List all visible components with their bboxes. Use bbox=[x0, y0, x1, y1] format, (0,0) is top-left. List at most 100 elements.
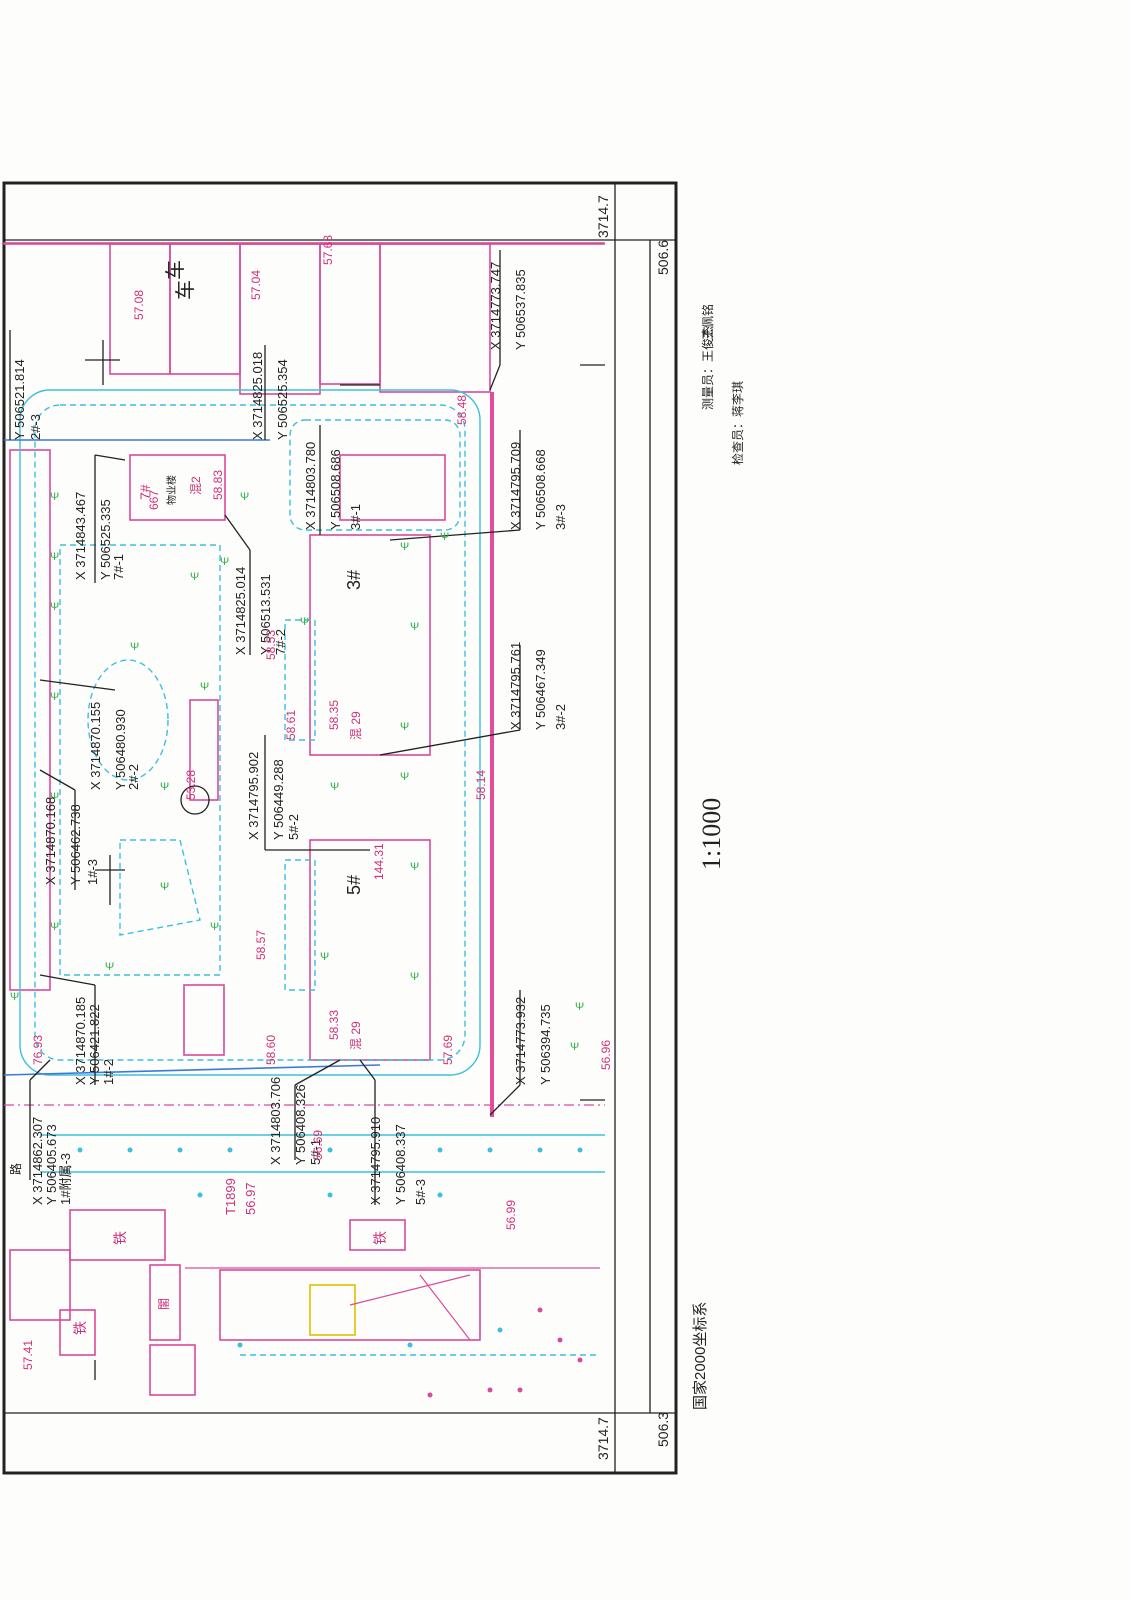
svg-text:57.63: 57.63 bbox=[321, 235, 335, 265]
vegetation-symbols: ΨΨ ΨΨ ΨΨ ΨΨ ΨΨ ΨΨ ΨΨ ΨΨ ΨΨ ΨΨ ΨΨ ΨΨ ΨΨ Ψ… bbox=[10, 491, 584, 1053]
svg-text:58.48: 58.48 bbox=[455, 395, 469, 425]
svg-text:Y 506408.337: Y 506408.337 bbox=[393, 1124, 408, 1205]
svg-text:Y 506462.738: Y 506462.738 bbox=[68, 804, 83, 885]
building-label: 5# bbox=[344, 875, 364, 895]
svg-text:Y 506508.668: Y 506508.668 bbox=[533, 449, 548, 530]
svg-text:Y 506408.326: Y 506408.326 bbox=[293, 1084, 308, 1165]
leader-lines bbox=[9, 250, 605, 1380]
point-annotation: X 3714803.780 Y 506508.686 3#-1 bbox=[303, 442, 363, 530]
surveyor2-label: 王佩铭 bbox=[700, 304, 715, 340]
svg-text:Ψ: Ψ bbox=[220, 556, 229, 568]
building-label: 铁 bbox=[372, 1231, 388, 1245]
building-floors: 混2 bbox=[189, 476, 203, 495]
survey-points: X 3714862.307 Y 506405.673 1#附属-3 X 3714… bbox=[12, 262, 568, 1205]
surveyor-label: 测量员：王俊杰 bbox=[700, 326, 715, 410]
svg-text:Ψ: Ψ bbox=[50, 791, 59, 803]
svg-text:58.53: 58.53 bbox=[264, 630, 278, 660]
feature-labels: 3# 5# 7# 物业楼 混2 混 29 混 29 车 车 铁 铁 铁 閣 T1… bbox=[8, 260, 388, 1335]
svg-text:Ψ: Ψ bbox=[410, 861, 419, 873]
building-label: 7# bbox=[137, 484, 153, 500]
svg-text:X 3714843.467: X 3714843.467 bbox=[73, 492, 88, 580]
svg-text:Y 506449.288: Y 506449.288 bbox=[271, 759, 286, 840]
svg-text:56.69: 56.69 bbox=[311, 1130, 325, 1160]
svg-text:Ψ: Ψ bbox=[105, 961, 114, 973]
svg-text:3714.7: 3714.7 bbox=[595, 1417, 611, 1460]
svg-text:国家2000坐标系: 国家2000坐标系 bbox=[692, 1302, 709, 1410]
svg-text:3#-1: 3#-1 bbox=[348, 504, 363, 530]
point-annotation: X 3714825.014 Y 506513.531 7#-2 bbox=[233, 567, 288, 655]
svg-text:7#-1: 7#-1 bbox=[111, 554, 126, 580]
svg-text:王佩铭: 王佩铭 bbox=[700, 304, 715, 340]
svg-text:Ψ: Ψ bbox=[240, 491, 249, 503]
svg-text:506.6: 506.6 bbox=[655, 240, 671, 275]
building-note: 物业楼 bbox=[165, 475, 178, 505]
svg-text:Ψ: Ψ bbox=[210, 921, 219, 933]
svg-text:Ψ: Ψ bbox=[400, 541, 409, 553]
svg-text:检查员：蒋李琪: 检查员：蒋李琪 bbox=[730, 381, 745, 465]
map-frame bbox=[2, 181, 678, 1475]
svg-text:Y 506467.349: Y 506467.349 bbox=[533, 649, 548, 730]
building-label: 车 bbox=[164, 260, 187, 280]
svg-text:X 3714862.307: X 3714862.307 bbox=[30, 1117, 45, 1205]
svg-text:58.83: 58.83 bbox=[211, 470, 225, 500]
svg-text:Ψ: Ψ bbox=[50, 921, 59, 933]
svg-text:X 3714795.902: X 3714795.902 bbox=[246, 752, 261, 840]
svg-text:Ψ: Ψ bbox=[570, 1041, 579, 1053]
building-label: 铁 bbox=[72, 1321, 88, 1335]
svg-text:58.57: 58.57 bbox=[254, 930, 268, 960]
point-annotation: X 3714825.018 Y 506525.354 bbox=[250, 352, 290, 440]
building-floors: 混 29 bbox=[349, 711, 363, 740]
svg-text:1:1000: 1:1000 bbox=[697, 798, 726, 870]
svg-text:Ψ: Ψ bbox=[320, 951, 329, 963]
svg-text:Ψ: Ψ bbox=[410, 621, 419, 633]
svg-text:Ψ: Ψ bbox=[330, 781, 339, 793]
svg-text:测量员：王俊杰: 测量员：王俊杰 bbox=[700, 326, 715, 410]
svg-text:1#-2: 1#-2 bbox=[101, 1059, 116, 1085]
svg-text:7#-2: 7#-2 bbox=[273, 629, 288, 655]
svg-text:Ψ: Ψ bbox=[50, 691, 59, 703]
svg-text:X 3714773.747: X 3714773.747 bbox=[488, 262, 503, 350]
svg-text:57.08: 57.08 bbox=[132, 290, 146, 320]
svg-text:Y 506521.814: Y 506521.814 bbox=[12, 359, 27, 440]
elevation-labels: 57.08 57.04 57.63 58.48 58.83 58.61 58.1… bbox=[21, 235, 613, 1370]
building-label: 铁 bbox=[112, 1231, 128, 1245]
road-label: 路 bbox=[8, 1163, 23, 1175]
svg-text:57.04: 57.04 bbox=[249, 270, 263, 300]
svg-text:X 3714870.185: X 3714870.185 bbox=[73, 997, 88, 1085]
point-annotation: X 3714795.902 Y 506449.288 5#-2 bbox=[246, 752, 301, 840]
svg-text:Ψ: Ψ bbox=[440, 531, 449, 543]
coordinate-system: 国家2000坐标系 bbox=[692, 1302, 709, 1410]
svg-text:Y 506405.673: Y 506405.673 bbox=[44, 1124, 59, 1205]
svg-text:667: 667 bbox=[147, 490, 161, 510]
svg-text:Ψ: Ψ bbox=[50, 601, 59, 613]
svg-text:2#-2: 2#-2 bbox=[126, 764, 141, 790]
building-label: 3# bbox=[344, 570, 364, 590]
svg-text:X 3714870.168: X 3714870.168 bbox=[43, 797, 58, 885]
svg-text:X 3714773.932: X 3714773.932 bbox=[513, 997, 528, 1085]
svg-text:Ψ: Ψ bbox=[200, 681, 209, 693]
point-annotation: X 3714795.910 Y 506408.337 5#-3 bbox=[368, 1117, 428, 1205]
svg-text:1#-3: 1#-3 bbox=[85, 859, 100, 885]
svg-text:Ψ: Ψ bbox=[410, 971, 419, 983]
building-label: 閣 bbox=[157, 1298, 171, 1310]
svg-text:Y 506480.930: Y 506480.930 bbox=[113, 709, 128, 790]
svg-text:Y 506525.354: Y 506525.354 bbox=[275, 359, 290, 440]
svg-text:Ψ: Ψ bbox=[50, 491, 59, 503]
point-annotation: X 3714870.185 Y 506421.822 1#-2 bbox=[73, 997, 116, 1085]
svg-text:Y 506394.735: Y 506394.735 bbox=[538, 1004, 553, 1085]
landscape-lines bbox=[19, 389, 605, 1356]
svg-text:57.41: 57.41 bbox=[21, 1340, 35, 1370]
map-scale: 1:1000 bbox=[697, 798, 726, 870]
frame-label: 506.3 bbox=[655, 1412, 671, 1447]
svg-text:506.3: 506.3 bbox=[655, 1412, 671, 1447]
svg-text:58.61: 58.61 bbox=[284, 710, 298, 740]
svg-text:58.33: 58.33 bbox=[327, 1010, 341, 1040]
svg-text:57.69: 57.69 bbox=[441, 1035, 455, 1065]
svg-text:56.96: 56.96 bbox=[599, 1040, 613, 1070]
svg-text:X 3714825.018: X 3714825.018 bbox=[250, 352, 265, 440]
svg-text:5#-1: 5#-1 bbox=[308, 1139, 323, 1165]
svg-text:Ψ: Ψ bbox=[10, 991, 19, 1003]
svg-text:X 3714795.910: X 3714795.910 bbox=[368, 1117, 383, 1205]
svg-text:53.28: 53.28 bbox=[184, 770, 198, 800]
svg-text:Ψ: Ψ bbox=[400, 721, 409, 733]
